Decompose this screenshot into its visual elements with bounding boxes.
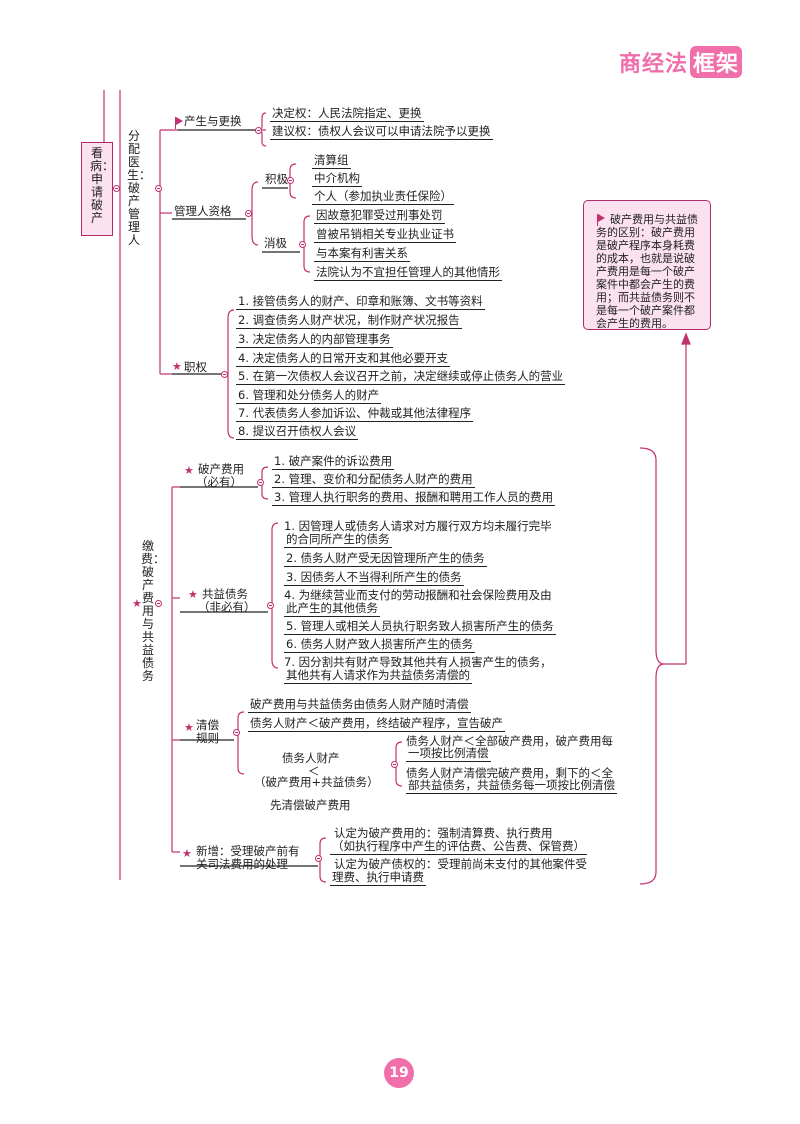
qingchang-sub: 债务人财产清偿完破产费用，剩下的＜全 xyxy=(406,766,613,780)
gongyi-item: 4. 为继续营业而支付的劳动报酬和社会保险费用及由 xyxy=(284,588,552,602)
xinzeng-item: 认定为破产费用的：强制清算费、执行费用 xyxy=(334,826,553,840)
star-icon: ★ xyxy=(184,721,194,734)
gongyi-item: 2. 债务人财产受无因管理所产生的债务 xyxy=(284,551,487,567)
chan-sheng-item: 建议权：债权人会议可以申请法院予以更换 xyxy=(270,124,493,140)
node-connector-icon xyxy=(233,729,240,736)
node-connector-icon xyxy=(155,600,162,607)
node-connector-icon xyxy=(267,602,274,609)
node-qingchang-sub: 规则 xyxy=(196,731,219,745)
ji-ji-item: 个人（参加执业责任保险） xyxy=(312,189,454,205)
gongyi-item: 的合同所产生的债务 xyxy=(284,532,392,548)
node-qingchang: 清偿 xyxy=(196,718,219,732)
zhiquan-item: 4. 决定债务人的日常开支和其他必要开支 xyxy=(236,351,451,367)
star-icon: ★ xyxy=(182,847,192,860)
gongyi-item: 6. 债务人财产致人损害所产生的债务 xyxy=(284,637,476,653)
gongyi-item: 3. 因债务人不当得利所产生的债务 xyxy=(284,570,464,586)
flag-icon xyxy=(175,117,183,129)
xiao-ji-item: 因故意犯罪受过刑事处罚 xyxy=(314,208,445,224)
qingchang-compare: 债务人财产 xyxy=(282,751,340,765)
xiao-ji-item: 与本案有利害关系 xyxy=(314,246,410,262)
gongyi-item: 此产生的其他债务 xyxy=(284,601,380,617)
zhiquan-item: 5. 在第一次债权人会议召开之前，决定继续或停止债务人的营业 xyxy=(236,369,566,385)
node-zhiquan: 职权 xyxy=(184,360,207,374)
node-pochan-feiyong-sub: （必有） xyxy=(196,475,242,489)
chan-sheng-item: 决定权：人民法院指定、更换 xyxy=(270,106,424,122)
root-node-label: 看病：申请破产 xyxy=(90,146,115,225)
xinzeng-item: 认定为破产债权的：受理前尚未支付的其他案件受 xyxy=(334,857,587,871)
star-icon: ★ xyxy=(188,588,198,601)
pochan-feiyong-item: 3. 管理人执行职务的费用、报酬和聘用工作人员的费用 xyxy=(272,490,556,506)
gongyi-item: 其他共有人请求作为共益债务清偿的 xyxy=(284,668,472,684)
node-connector-icon xyxy=(299,241,306,248)
qingchang-sub: 部共益债务，共益债务每一项按比例清偿 xyxy=(406,778,617,794)
zhiquan-item: 8. 提议召开债权人会议 xyxy=(236,424,359,440)
node-ji-ji: 积极 xyxy=(265,172,288,186)
node-xiao-ji: 消极 xyxy=(264,236,287,250)
qingchang-compare: ＜ xyxy=(308,764,320,778)
star-icon: ★ xyxy=(132,597,142,610)
zhiquan-item: 7. 代表债务人参加诉讼、仲裁或其他法律程序 xyxy=(236,406,474,422)
star-icon: ★ xyxy=(184,464,194,477)
gongyi-item: 5. 管理人或相关人员执行职务致人损害所产生的债务 xyxy=(284,619,556,635)
zhiquan-item: 2. 调查债务人财产状况，制作财产状况报告 xyxy=(236,313,462,329)
xiao-ji-item: 曾被吊销相关专业执业证书 xyxy=(314,227,456,243)
node-zige: 管理人资格 xyxy=(174,204,232,218)
node-connector-icon xyxy=(255,127,262,134)
node-gongyi: 共益债务 xyxy=(202,587,248,601)
node-connector-icon xyxy=(245,210,252,217)
node-pochan-feiyong: 破产费用 xyxy=(198,462,244,476)
node-chan-sheng: 产生与更换 xyxy=(184,114,242,128)
node-connector-icon xyxy=(287,177,294,184)
root-node: 看病：申请破产 xyxy=(81,142,115,236)
node-connector-icon xyxy=(155,185,162,192)
flag-icon xyxy=(597,214,605,226)
qingchang-first: 先清偿破产费用 xyxy=(270,798,351,812)
note-box: 破产费用与共益债务的区别：破产费用是破产程序本身耗费的成本，也就是说破产费用是每… xyxy=(583,200,711,330)
xinzeng-item: 理费、执行申请费 xyxy=(330,870,426,886)
gongyi-item: 7. 因分割共有财产导致其他共有人损害产生的债务， xyxy=(284,655,552,669)
node-connector-icon xyxy=(315,855,322,862)
qingchang-item: 债务人财产＜破产费用，终结破产程序，宣告破产 xyxy=(248,716,505,732)
node-connector-icon xyxy=(113,185,120,192)
ji-ji-item: 中介机构 xyxy=(312,171,362,187)
zhiquan-item: 1. 接管债务人的财产、印章和账簿、文书等资料 xyxy=(236,294,485,310)
pochan-feiyong-item: 1. 破产案件的诉讼费用 xyxy=(272,454,395,470)
node-connector-icon xyxy=(221,371,228,378)
xinzeng-item: （如执行程序中产生的评估费、公告费、保管费） xyxy=(330,839,587,855)
node-connector-icon xyxy=(257,479,264,486)
xiao-ji-item: 法院认为不宜担任管理人的其他情形 xyxy=(314,265,502,281)
brand-logo: 商经法框架 xyxy=(619,46,742,78)
note-text: 破产费用与共益债务的区别：破产费用是破产程序本身耗费的成本，也就是说破产费用是每… xyxy=(596,213,698,330)
qingchang-compare: （破产费用+共益债务） xyxy=(254,775,379,789)
zhiquan-item: 6. 管理和处分债务人的财产 xyxy=(236,388,382,404)
branch-fee-label: 缴费：破产费用与共益债务 xyxy=(141,539,166,683)
pochan-feiyong-item: 2. 管理、变价和分配债务人财产的费用 xyxy=(272,472,475,488)
qingchang-sub: 债务人财产＜全部破产费用，破产费用每 xyxy=(406,734,613,748)
page-number: 19 xyxy=(384,1058,414,1088)
node-xinzeng-sub: 关司法费用的处理 xyxy=(196,857,288,871)
node-xinzeng: 新增：受理破产前有 xyxy=(196,844,300,858)
qingchang-sub: 一项按比例清偿 xyxy=(406,746,491,762)
node-gongyi-sub: （非必有） xyxy=(198,600,256,614)
ji-ji-item: 清算组 xyxy=(312,153,351,169)
zhiquan-item: 3. 决定债务人的内部管理事务 xyxy=(236,332,393,348)
gongyi-item: 1. 因管理人或债务人请求对方履行双方均未履行完毕 xyxy=(284,519,552,533)
star-icon: ★ xyxy=(172,360,182,373)
node-connector-icon xyxy=(391,761,398,768)
qingchang-item: 破产费用与共益债务由债务人财产随时清偿 xyxy=(248,697,471,713)
branch-alloc-label: 分配医生：破产管理人 xyxy=(127,129,152,247)
